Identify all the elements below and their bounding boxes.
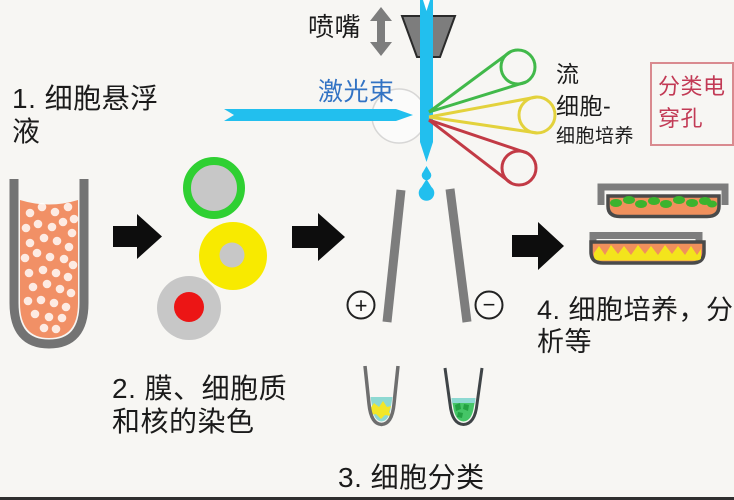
electroporation-box: 分类电穿孔 <box>650 62 734 146</box>
sorted-cells-yellow <box>370 401 391 419</box>
fluid-stream <box>418 0 435 201</box>
suspension-fill <box>20 200 78 338</box>
flow-arrow-3 <box>512 222 564 270</box>
stream-taper <box>420 142 433 162</box>
step3-label: 3. 细胞分类 <box>338 462 485 493</box>
nozzle-updown-arrow-icon <box>370 7 392 56</box>
flow-label-line2: 细胞- <box>556 93 612 119</box>
collection-tube-left <box>363 365 400 427</box>
stream-notch <box>423 0 430 11</box>
culture-dish-yellow <box>589 232 706 265</box>
svg-text:+: + <box>355 293 368 318</box>
laser-beam-shape <box>224 109 413 121</box>
step1-label: 1. 细胞悬浮液 <box>12 83 159 148</box>
sorted-cells-green <box>455 403 469 418</box>
sample-tube <box>9 179 89 349</box>
svg-text:−: − <box>483 292 496 317</box>
membrane-stained-cell <box>183 157 245 219</box>
cultured-cells-green <box>610 196 717 208</box>
minus-electrode-icon: − <box>474 290 504 320</box>
cytoplasm-cell-nucleus <box>219 242 245 268</box>
bottom-border-line <box>0 497 734 500</box>
nozzle-label: 喷嘴 <box>308 12 362 42</box>
culture-dish-green <box>597 183 729 219</box>
flow-arrow-2 <box>292 213 345 261</box>
stained-cells <box>157 157 267 340</box>
stream-droplets <box>418 166 435 201</box>
flow-cells-label: 流 细胞- 细胞培养 <box>556 61 635 147</box>
scatter-cone-red <box>428 118 538 187</box>
scatter-cone-yellow <box>428 95 557 135</box>
step2-label: 2. 膜、细胞质和核的染色 <box>112 373 288 438</box>
plus-electrode-icon: + <box>346 290 376 320</box>
laser-beam-label: 激光束 <box>318 78 395 106</box>
flow-arrow-1 <box>113 214 162 259</box>
step4-label: 4. 细胞培养，分析等 <box>537 295 734 357</box>
deflection-plate-right <box>445 188 472 323</box>
dish-lid <box>597 183 729 205</box>
flow-label-line3: 细胞培养 <box>556 126 635 147</box>
collection-tube-right <box>443 367 484 427</box>
flow-label-line1: 流 <box>556 61 580 87</box>
scatter-cone-green <box>428 48 537 114</box>
cell-dots <box>20 202 79 334</box>
deflection-plate-left <box>382 189 406 323</box>
nucleus-stained-core <box>174 292 204 322</box>
sample-tube-wall <box>9 179 89 349</box>
cultured-cells-yellow <box>594 245 701 261</box>
